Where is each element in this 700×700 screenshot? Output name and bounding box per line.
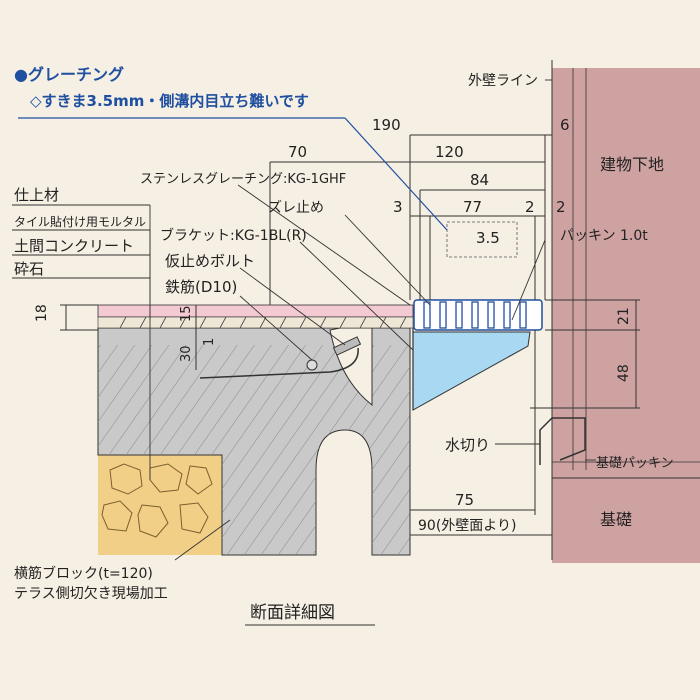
packing-label: パッキン 1.0t: [560, 228, 648, 244]
slip-stopper-label: ズレ止め: [268, 200, 324, 216]
leader-lines: [12, 79, 596, 626]
dim-15: 15: [179, 305, 194, 322]
dim-190: 190: [372, 116, 401, 134]
dim-120: 120: [435, 143, 464, 161]
dim-90: 90(外壁面より): [418, 518, 516, 534]
dimension-lines: [60, 60, 640, 540]
block-label-line2: テラス側切欠き現場加工: [14, 586, 168, 602]
dim-48: 48: [616, 364, 632, 382]
dim-18: 18: [34, 304, 50, 322]
tile-mortar-label: タイル貼付け用モルタル: [14, 214, 146, 229]
mortar-layer: [97, 316, 414, 329]
dim-2b: 2: [556, 198, 566, 216]
dim-77: 77: [463, 198, 482, 216]
foundation-label: 基礎: [600, 510, 632, 529]
dim-6: 6: [560, 116, 570, 134]
gap-detail-box: [446, 221, 518, 258]
bolt: [332, 336, 362, 356]
dim-1: 1: [202, 338, 217, 346]
exterior-wall-line-label: 外壁ライン: [468, 73, 538, 89]
gravel-layer: [98, 455, 223, 555]
gap-leader-2: [344, 117, 448, 231]
drawing-title: 断面詳細図: [250, 603, 335, 623]
foundation-packing-label: 基礎パッキン: [596, 456, 674, 471]
dim-3: 3: [393, 198, 403, 216]
rebar-line: [199, 347, 359, 379]
tile-layer: [97, 304, 414, 318]
concrete-floor-label: 土間コンクリート: [14, 237, 134, 255]
bracket-label: ブラケット:KG-1BL(R): [160, 227, 307, 244]
dim-2a: 2: [525, 198, 535, 216]
block-label-line1: 横筋ブロック(t=120): [14, 565, 153, 582]
finish-material-label: 仕上材: [14, 186, 59, 204]
dim-75: 75: [455, 491, 474, 509]
rebar-circle: [306, 359, 318, 371]
rebar-label: 鉄筋(D10): [165, 278, 237, 296]
dim-21: 21: [616, 307, 632, 325]
dim-84: 84: [470, 171, 489, 189]
gap-note: ◇すきま3.5mm・側溝内目立ち難いです: [30, 92, 309, 110]
temp-bolt-label: 仮止めボルト: [165, 252, 255, 270]
dim-30: 30: [179, 345, 194, 362]
grating-bars: [423, 301, 527, 329]
drip-flashing: [539, 417, 586, 465]
dim-3-5: 3.5: [476, 229, 500, 247]
grating-title: ●グレーチング: [14, 65, 124, 84]
mortar-ticks: [119, 316, 407, 329]
building-substrate-label: 建物下地: [600, 155, 664, 174]
drip-label: 水切り: [445, 436, 490, 454]
concrete-hatch: [98, 345, 410, 555]
stainless-grating-label: ステンレスグレーチング:KG-1GHF: [140, 172, 346, 187]
building-wall: [552, 68, 700, 563]
dim-70: 70: [288, 143, 307, 161]
bracket: [412, 331, 531, 411]
crushed-stone-label: 砕石: [14, 260, 44, 278]
